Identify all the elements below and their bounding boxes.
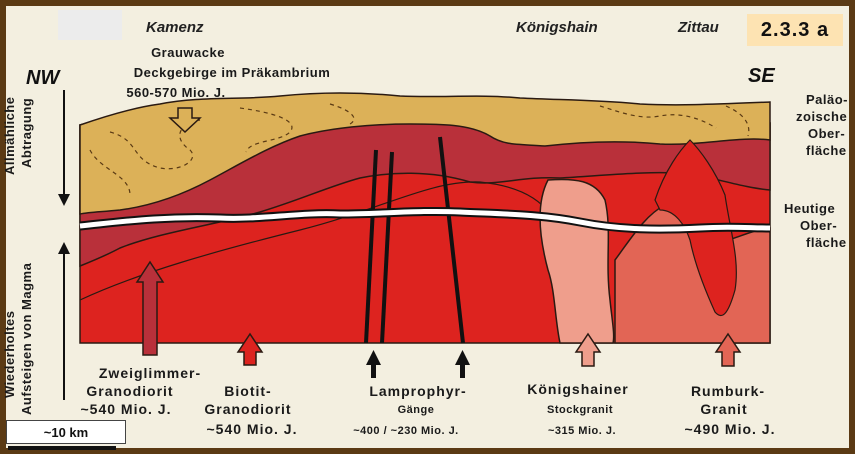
- arrow-head-down: [58, 194, 70, 206]
- koenigshainer-label-2: Stockgranit: [547, 404, 613, 416]
- koenigshainer-label-3: ~315 Mio. J.: [548, 425, 616, 437]
- place-kamenz: Kamenz: [146, 19, 204, 36]
- direction-se: SE: [748, 65, 775, 87]
- abtragung-label-1: Allmähliche: [2, 97, 17, 175]
- abtragung-label-2: Abtragung: [19, 98, 34, 168]
- rumburk-label-3: ~490 Mio. J.: [685, 421, 776, 437]
- cover-label-line2: Deckgebirge im Präkambrium: [134, 65, 331, 80]
- lamprophyr-arrow: [455, 350, 470, 378]
- cover-label-line1: Grauwacke: [151, 45, 225, 60]
- today-surface-label-1: Heutige: [784, 201, 835, 216]
- today-surface-label-2: Ober-: [800, 218, 837, 233]
- biotit-label-1: Biotit-: [224, 383, 271, 399]
- lamprophyr-label-1: Lamprophyr-: [369, 383, 466, 399]
- lamprophyr-label-2: Gänge: [398, 404, 435, 416]
- koenigshainer-label-1: Königshainer: [527, 381, 628, 397]
- place-zittau: Zittau: [677, 19, 719, 36]
- rumburk-label-1: Rumburk-: [691, 383, 765, 399]
- paleo-surface-label-1: Paläo-: [806, 92, 848, 107]
- paleo-surface-label-4: fläche: [806, 143, 847, 158]
- magma-label-1: Wiederholtes: [2, 310, 17, 398]
- zweiglimmer-label-1: Zweiglimmer-: [99, 365, 201, 381]
- zweiglimmer-label-2: Granodiorit: [86, 383, 173, 399]
- scale-bar: [8, 446, 116, 450]
- biotit-label-2: Granodiorit: [204, 401, 291, 417]
- lamprophyr-label-3: ~400 / ~230 Mio. J.: [353, 425, 459, 437]
- scale-bar-label: ~10 km: [6, 420, 126, 444]
- arrow-head-up: [58, 242, 70, 254]
- direction-nw: NW: [26, 67, 61, 89]
- cover-label-line3: 560-570 Mio. J.: [126, 85, 225, 100]
- paleo-surface-label-3: Ober-: [808, 126, 845, 141]
- place-koenigshain: Königshain: [516, 19, 598, 36]
- lamprophyr-arrow: [366, 350, 381, 378]
- magma-label-2: Aufsteigen von Magma: [19, 262, 34, 415]
- zweiglimmer-label-3: ~540 Mio. J.: [81, 401, 172, 417]
- biotit-label-3: ~540 Mio. J.: [207, 421, 298, 437]
- paleo-surface-label-2: zoische: [796, 109, 847, 124]
- rumburk-label-2: Granit: [700, 401, 747, 417]
- today-surface-label-3: fläche: [806, 235, 847, 250]
